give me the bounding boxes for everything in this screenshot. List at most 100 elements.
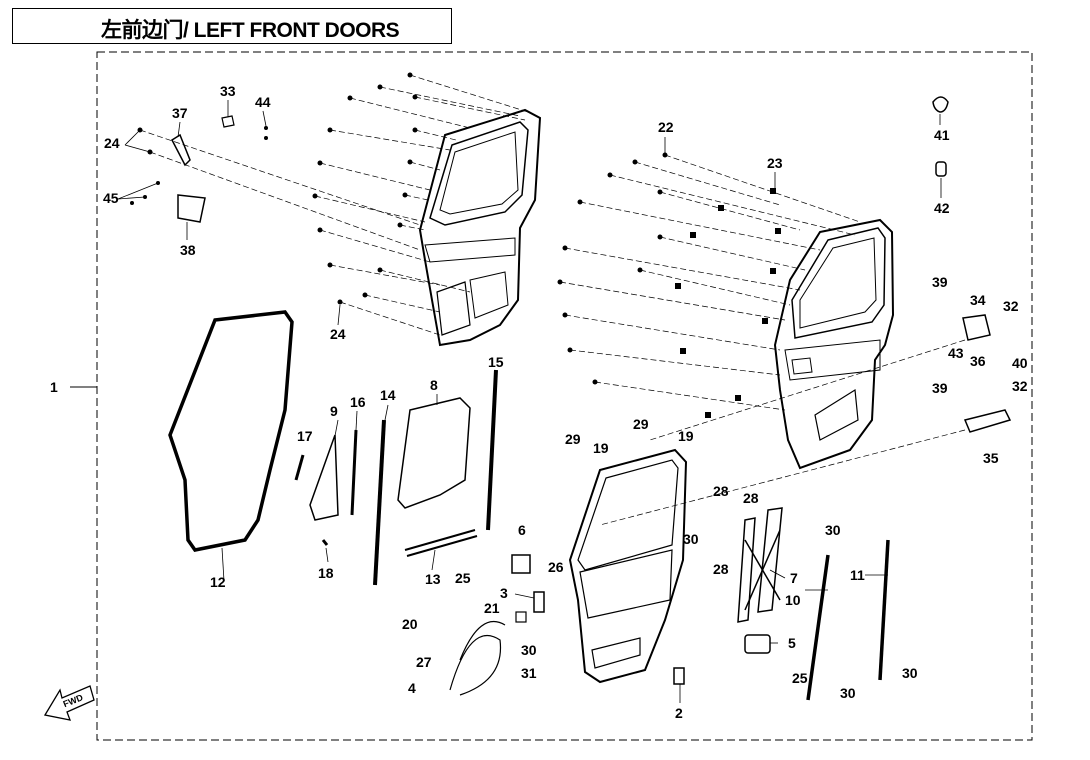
part-37-bracket	[171, 133, 191, 167]
callout-34: 34	[970, 292, 986, 308]
part-2-striker	[673, 667, 685, 685]
callout-21: 21	[484, 600, 500, 616]
part-13-belt-seals	[404, 529, 478, 557]
part-38-handle-cover	[177, 194, 206, 223]
part-8-door-glass	[397, 397, 471, 509]
part-45-screws	[130, 181, 160, 205]
callout-44: 44	[255, 94, 271, 110]
callout-30b: 30	[825, 522, 841, 538]
part-9-corner-glass	[309, 434, 339, 521]
callout-7: 7	[790, 570, 798, 586]
callout-labels: 1 2 3 4 5 6 7 8 9 10 11 12 13 14 15 16 1…	[50, 83, 1028, 721]
fwd-arrow-icon: FWD	[43, 685, 95, 721]
callout-8: 8	[430, 377, 438, 393]
fwd-label: FWD	[62, 692, 85, 709]
part-16-strip	[350, 429, 358, 516]
callout-23: 23	[767, 155, 783, 171]
callout-24a: 24	[104, 135, 120, 151]
callout-29a: 29	[565, 431, 581, 447]
part-6-latch	[511, 554, 531, 574]
callout-5: 5	[788, 635, 796, 651]
callout-43: 43	[948, 345, 964, 361]
callout-12: 12	[210, 574, 226, 590]
part-41-grommet	[932, 96, 949, 113]
callout-29b: 29	[633, 416, 649, 432]
callout-14: 14	[380, 387, 396, 403]
callout-36: 36	[970, 353, 986, 369]
callout-35: 35	[983, 450, 999, 466]
assembly-boundary	[96, 51, 1033, 741]
callout-11: 11	[850, 567, 865, 583]
callout-18: 18	[318, 565, 334, 581]
callout-10: 10	[785, 592, 801, 608]
callout-25b: 25	[792, 670, 808, 686]
hinge-leader	[599, 429, 966, 526]
door-seal-12	[168, 310, 294, 552]
callout-17: 17	[297, 428, 313, 444]
callout-16: 16	[350, 394, 366, 410]
hinge-leader-2	[649, 339, 966, 441]
callout-24b: 24	[330, 326, 346, 342]
screws-right-cluster	[557, 152, 781, 418]
part-7-window-regulator	[737, 507, 783, 623]
callout-4: 4	[408, 680, 416, 696]
part-33-bracket	[221, 115, 235, 128]
title-box: 左前边门/ LEFT FRONT DOORS	[12, 8, 452, 44]
part-4-cable	[449, 635, 502, 696]
part-14-seal	[373, 419, 386, 586]
callout-32a: 32	[1003, 298, 1019, 314]
outer-door-frame-right	[773, 218, 895, 470]
callout-30c: 30	[521, 642, 537, 658]
callout-39a: 39	[932, 274, 948, 290]
callout-32b: 32	[1012, 378, 1028, 394]
screws-left-cluster	[137, 72, 418, 305]
part-11-front-channel	[878, 539, 890, 681]
part-3-handle	[533, 591, 545, 613]
callout-22: 22	[658, 119, 674, 135]
callout-30e: 30	[902, 665, 918, 681]
callout-37: 37	[172, 105, 188, 121]
callout-15: 15	[488, 354, 504, 370]
callout-41: 41	[934, 127, 950, 143]
callout-19a: 19	[593, 440, 609, 456]
callout-3: 3	[500, 585, 508, 601]
callout-39b: 39	[932, 380, 948, 396]
part-27-cable	[459, 620, 506, 661]
part-15-run-channel	[486, 369, 498, 531]
callout-1: 1	[50, 379, 58, 395]
callout-25a: 25	[455, 570, 471, 586]
callout-26: 26	[548, 559, 564, 575]
label-leaders	[117, 100, 942, 703]
callout-30a: 30	[683, 531, 699, 547]
callout-40: 40	[1012, 355, 1028, 371]
callout-9: 9	[330, 403, 338, 419]
part-44-screws	[264, 126, 268, 140]
callout-28c: 28	[713, 561, 729, 577]
screw-leaders-right	[559, 154, 861, 411]
callout-20: 20	[402, 616, 418, 632]
part-5-motor	[744, 634, 771, 654]
part-18-clip	[321, 539, 329, 546]
callout-19b: 19	[678, 428, 694, 444]
callout-27: 27	[416, 654, 432, 670]
callout-38: 38	[180, 242, 196, 258]
callout-33: 33	[220, 83, 236, 99]
screw-leaders-left	[139, 74, 529, 336]
part-10-rear-channel	[806, 554, 830, 701]
part-17-strip	[294, 454, 305, 481]
callout-30d: 30	[840, 685, 856, 701]
callout-6: 6	[518, 522, 526, 538]
callout-28a: 28	[713, 483, 729, 499]
diagram-title: 左前边门/ LEFT FRONT DOORS	[101, 19, 400, 42]
upper-door-frame-left	[418, 108, 542, 347]
part-42-clip	[935, 161, 947, 177]
inner-door-panel	[568, 448, 688, 684]
part-21-lock	[515, 611, 527, 623]
callout-31: 31	[521, 665, 537, 681]
part-35-hinge	[963, 409, 1012, 433]
callout-42: 42	[934, 200, 950, 216]
part-34-hinge	[962, 314, 991, 341]
callout-13: 13	[425, 571, 441, 587]
callout-28b: 28	[743, 490, 759, 506]
